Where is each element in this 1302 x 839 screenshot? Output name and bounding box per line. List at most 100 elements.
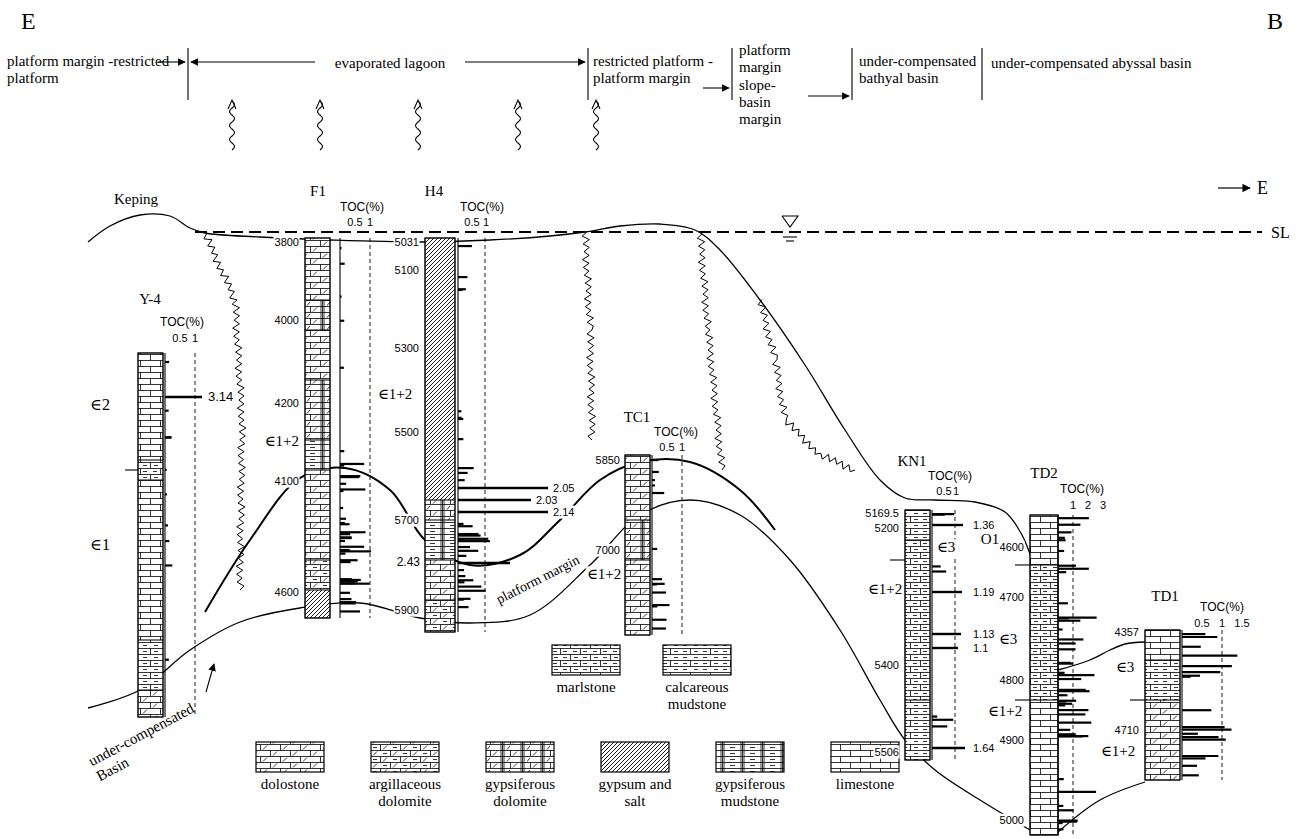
toc-bar [458, 606, 468, 608]
toc-bar [652, 548, 657, 550]
toc-bar [458, 555, 466, 557]
well-name: H4 [424, 183, 444, 200]
toc-bar [340, 464, 344, 466]
compass-letter: E [20, 8, 37, 36]
strata-code: ∈1+2 [586, 566, 623, 583]
lithology-interval [905, 510, 930, 540]
toc-bar [1058, 703, 1072, 705]
toc-bar [1058, 821, 1077, 823]
toc-bar [932, 513, 954, 515]
toc-bar [458, 598, 470, 600]
toc-bar [458, 438, 463, 440]
lithology-interval [138, 353, 163, 460]
toc-bar [340, 463, 343, 465]
toc-bar [458, 276, 467, 278]
toc-bar [165, 437, 171, 439]
lithology-interval [1030, 700, 1058, 835]
toc-bar [1058, 617, 1097, 619]
sea-level-label: SL [1270, 224, 1291, 242]
lithology-interval [425, 520, 455, 560]
toc-bar [340, 507, 343, 509]
scale-value: 0.5 [935, 485, 952, 498]
lithology-interval [305, 300, 330, 330]
legend-text: marlstone [538, 679, 634, 696]
axis-title: TOC(%) [653, 426, 699, 440]
toc-bar [932, 591, 962, 593]
toc-bar [340, 450, 344, 452]
legend-swatch [831, 742, 899, 772]
well-name: Y-4 [138, 291, 162, 308]
toc-bar [1058, 819, 1078, 821]
toc-value: 2.14 [552, 506, 575, 519]
well-column [905, 510, 930, 760]
toc-bar [340, 561, 351, 563]
toc-bar [1058, 565, 1076, 567]
toc-value: 1.19 [972, 586, 995, 599]
toc-bar [1058, 735, 1088, 737]
toc-bar [1058, 571, 1066, 573]
lithology-interval [138, 480, 163, 640]
toc-bar [1058, 729, 1070, 731]
lithology-interval [305, 560, 330, 590]
toc-bar [1182, 729, 1232, 731]
well-column-ground [625, 455, 650, 635]
toc-bar [1058, 539, 1066, 541]
toc-bar [165, 436, 172, 438]
wavy-arrow [516, 102, 521, 150]
facies-zone: evaporated lagoon [334, 55, 446, 72]
toc-bar [340, 540, 345, 542]
toc-bar [340, 533, 350, 535]
toc-bar [1058, 735, 1070, 737]
platform-top-line [205, 459, 775, 612]
toc-bar [1182, 739, 1226, 741]
toc-bar [932, 524, 963, 526]
well-column [625, 455, 650, 635]
wavy-arrow-head [414, 100, 422, 109]
toc-bar [1058, 791, 1096, 793]
water-level-mark [782, 216, 798, 227]
wavy-arrow [318, 102, 323, 150]
toc-bar [1058, 709, 1088, 711]
toc-bar [1182, 665, 1232, 667]
toc-bar [458, 538, 488, 540]
well-column [1145, 630, 1180, 780]
legend-text: gypsiferous dolomite [472, 776, 568, 811]
toc-value: 1.64 [972, 742, 995, 755]
strata-boundary [1130, 699, 1145, 700]
zone-tick [851, 48, 852, 100]
scale-value: 3 [1099, 499, 1107, 512]
strata-code: ∈1+2 [867, 581, 904, 598]
toc-bar [1058, 689, 1086, 691]
lithology-interval [425, 500, 455, 520]
toc-bar [932, 715, 937, 717]
toc-bar [1058, 694, 1067, 696]
toc-bar [1058, 517, 1089, 519]
scale-value: 0.5 [658, 441, 675, 454]
scale-value: 1 [678, 441, 686, 454]
depth-value: 4357 [1114, 626, 1140, 639]
toc-bar [932, 570, 946, 572]
toc-bar [652, 484, 655, 486]
toc-bar [340, 488, 365, 490]
toc-bar [1182, 736, 1219, 738]
water-level-mark [783, 236, 797, 237]
toc-bar [340, 531, 366, 533]
well-column [1030, 515, 1058, 835]
toc-bar [1182, 636, 1217, 638]
well-column [138, 353, 163, 717]
toc-value: 1.36 [972, 519, 995, 532]
zone-arrow [703, 87, 729, 88]
toc-bar [1058, 537, 1065, 539]
axis-title: TOC(%) [927, 470, 973, 484]
strata-boundary [1015, 699, 1030, 700]
toc-bar [165, 410, 169, 412]
toc-bar [1182, 765, 1197, 767]
toc-bar [165, 396, 202, 398]
toc-bar [1058, 674, 1094, 676]
legend-swatch [663, 645, 731, 675]
toc-bar [165, 540, 169, 542]
toc-bar [1058, 672, 1065, 674]
well-column-ground [1030, 515, 1058, 835]
toc-bar [1058, 638, 1083, 640]
toc-bar [1182, 655, 1237, 657]
